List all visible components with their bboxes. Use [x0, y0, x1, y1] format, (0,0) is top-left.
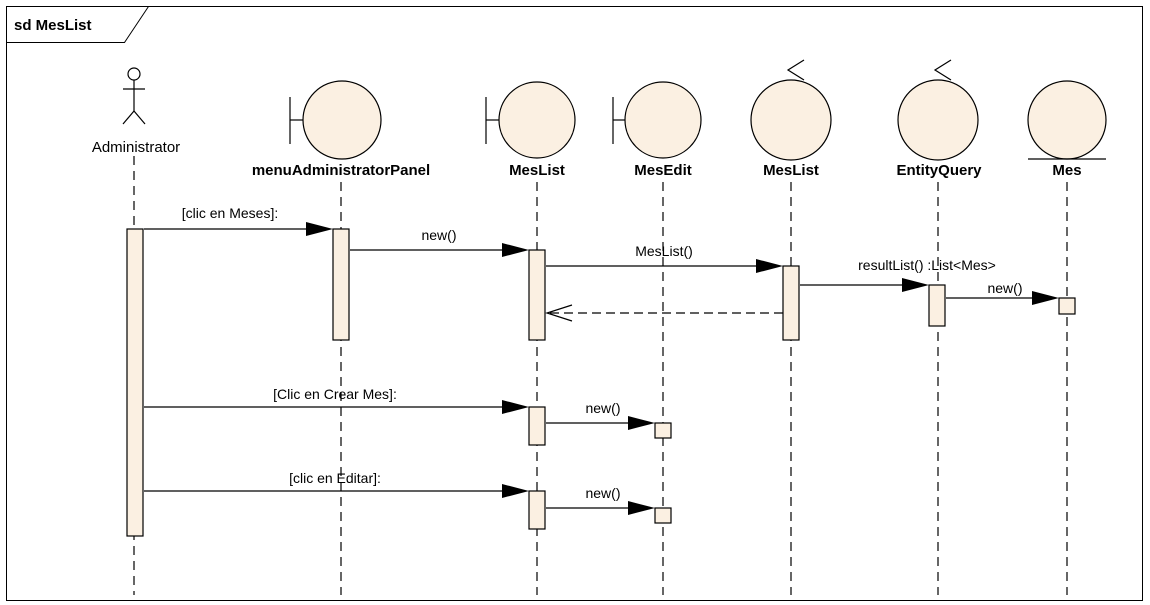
frame-title-tab — [6, 6, 149, 43]
lifeline-label: Mes — [1052, 162, 1081, 179]
lifeline-dashes — [133, 156, 1068, 595]
activation-bar — [528, 249, 546, 341]
message-label: [clic en Meses]: — [182, 205, 278, 221]
lifeline-label: MesList — [763, 162, 819, 179]
lifeline-mes: Mes — [1027, 80, 1107, 179]
boundary-icon — [485, 81, 576, 159]
control-icon — [897, 59, 979, 161]
lifeline-mesedit: MesEdit — [612, 81, 702, 179]
message-label: MesList() — [635, 243, 693, 259]
message-label: resultList() :List<Mes> — [858, 257, 996, 273]
message-label: new() — [585, 400, 620, 416]
activation-bar — [528, 490, 546, 530]
activation-bar — [928, 284, 946, 327]
arrowhead-icon — [306, 222, 333, 236]
lifeline-entityquery: EntityQuery — [896, 59, 982, 179]
activation-bars — [126, 228, 1076, 537]
lifeline-menuadministratorpanel: menuAdministratorPanel — [252, 80, 430, 179]
lifeline-label: menuAdministratorPanel — [252, 162, 430, 179]
actor-icon — [122, 67, 146, 125]
message-clic-en-crear-mes: [Clic en Crear Mes]: — [144, 386, 529, 414]
arrowhead-icon — [628, 416, 655, 430]
open-arrowhead-icon — [545, 304, 573, 322]
message-return — [545, 304, 783, 322]
control-icon — [750, 59, 832, 161]
boundary-icon — [612, 81, 702, 159]
arrowhead-icon — [502, 484, 529, 498]
activation-bar — [528, 406, 546, 446]
message-new-mes: new() — [946, 280, 1059, 305]
arrowhead-icon — [628, 501, 655, 515]
frame-title: sd MesList — [14, 17, 92, 34]
activation-bar — [1058, 297, 1076, 315]
activation-bar — [654, 507, 672, 524]
lifeline-label: Administrator — [92, 139, 180, 156]
lifeline-label: MesEdit — [634, 162, 692, 179]
activation-bar — [782, 265, 800, 341]
message-new-mesedit-1: new() — [546, 400, 655, 430]
message-label: new() — [421, 227, 456, 243]
message-label: [clic en Editar]: — [289, 470, 381, 486]
message-new-meslist: new() — [350, 227, 529, 257]
message-clic-en-editar: [clic en Editar]: — [144, 470, 529, 498]
lifeline-meslist-boundary: MesList — [485, 81, 576, 179]
arrowhead-icon — [1032, 291, 1059, 305]
arrowhead-icon — [502, 243, 529, 257]
lifeline-label: MesList — [509, 162, 565, 179]
entity-icon — [1027, 80, 1107, 160]
activation-bar — [332, 228, 350, 341]
boundary-icon — [289, 80, 382, 160]
message-label: [Clic en Crear Mes]: — [273, 386, 397, 402]
activation-bar — [126, 228, 144, 537]
message-label: new() — [585, 485, 620, 501]
arrowhead-icon — [756, 259, 783, 273]
lifeline-label: EntityQuery — [896, 162, 982, 179]
arrowhead-icon — [902, 278, 929, 292]
message-meslist-constructor: MesList() — [546, 243, 783, 273]
lifeline-administrator: Administrator — [92, 67, 180, 156]
message-new-mesedit-2: new() — [546, 485, 655, 515]
lifeline-meslist-control: MesList — [750, 59, 832, 179]
message-resultlist: resultList() :List<Mes> — [800, 257, 996, 292]
arrowhead-icon — [502, 400, 529, 414]
message-clic-en-meses: [clic en Meses]: — [144, 205, 333, 236]
activation-bar — [654, 422, 672, 439]
diagram-frame — [6, 6, 1143, 601]
message-label: new() — [987, 280, 1022, 296]
